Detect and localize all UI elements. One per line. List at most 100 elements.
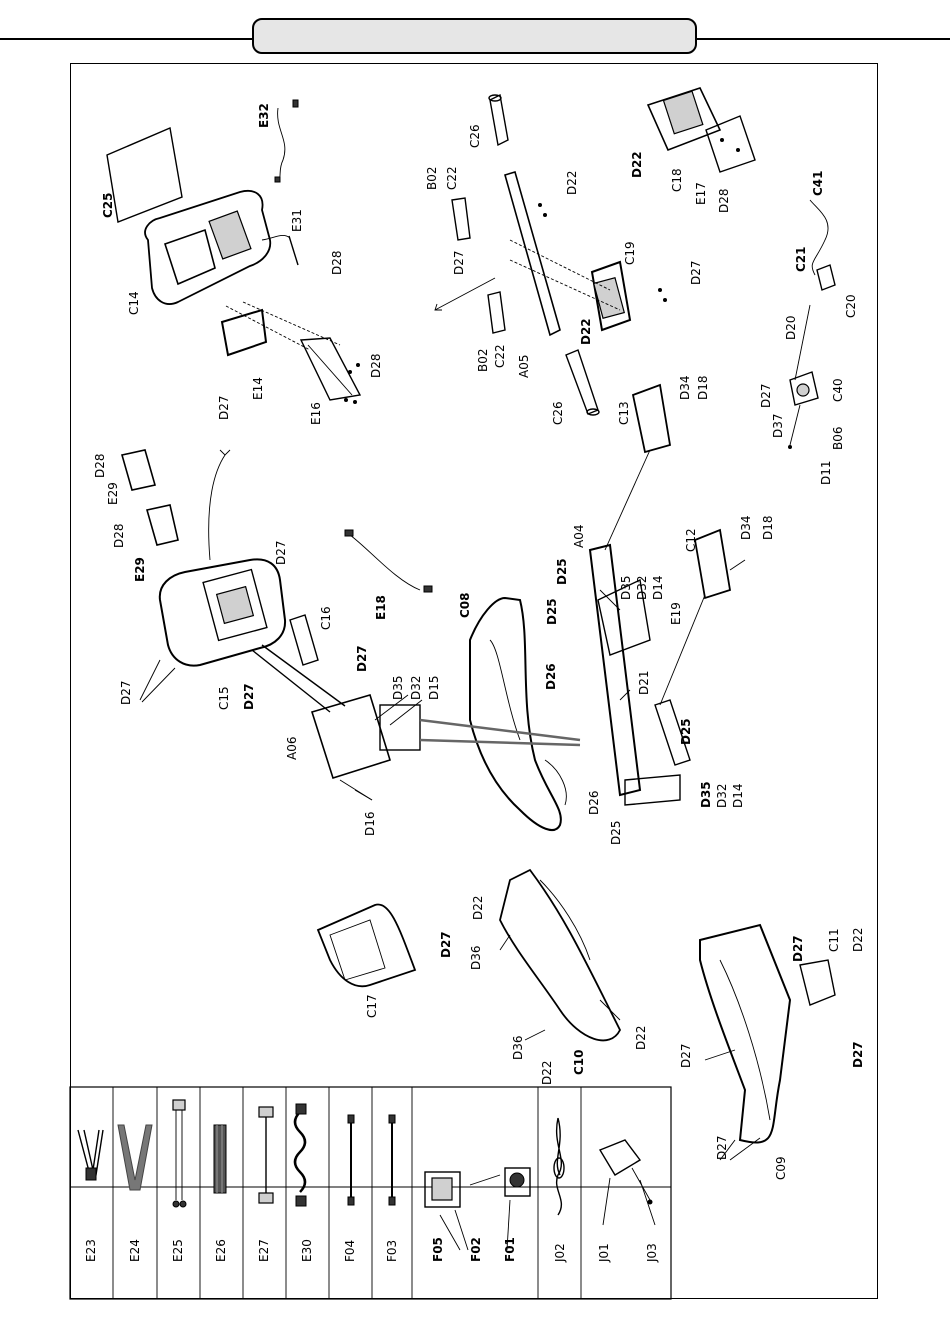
label-d22-d: D22 [471, 895, 485, 920]
label-c10: C10 [572, 1049, 586, 1075]
label-d11: D11 [819, 460, 833, 485]
label-d27-c: D27 [689, 260, 703, 285]
label-e17: E17 [694, 182, 708, 205]
table-label-e26: E26 [214, 1239, 228, 1262]
label-c12: C12 [684, 528, 698, 552]
table-label-f03: F03 [385, 1240, 399, 1262]
label-d27-b: D27 [452, 250, 466, 275]
label-c14: C14 [127, 291, 141, 315]
plate-j01-j03-drawing [598, 1139, 656, 1226]
table-label-e24: E24 [128, 1239, 142, 1262]
label-c17: C17 [365, 994, 379, 1018]
console-screen [163, 228, 216, 286]
label-e32: E32 [257, 103, 271, 128]
label-e19: E19 [669, 602, 683, 625]
label-d27-m: D27 [715, 1135, 729, 1160]
label-c13: C13 [617, 401, 631, 425]
label-d27-f: D27 [242, 683, 256, 710]
label-d25-a: D25 [555, 558, 569, 585]
label-d15: D15 [427, 675, 441, 700]
bracket-j02-drawing [553, 1117, 565, 1216]
label-c22-a: C22 [445, 166, 459, 190]
label-e31: E31 [290, 209, 304, 232]
label-e29-a: E29 [106, 482, 120, 505]
label-d14-a: D14 [651, 575, 665, 600]
leader-lines [139, 559, 761, 1161]
table-label-f01: F01 [503, 1237, 517, 1262]
label-d26-b: D26 [587, 790, 601, 815]
label-d18-b: D18 [761, 515, 775, 540]
header-rule-right [697, 38, 950, 40]
label-d37: D37 [771, 413, 785, 438]
label-b02-b: B02 [476, 348, 490, 372]
console-assembly [106, 99, 362, 404]
header-rule-left [0, 38, 252, 40]
label-d27-l: D27 [851, 1041, 865, 1068]
table-label-j02: J02 [553, 1243, 567, 1263]
table-label-j03: J03 [645, 1243, 659, 1263]
label-d28-c: D28 [717, 188, 731, 213]
table-label-j01: J01 [597, 1243, 611, 1263]
label-c18: C18 [670, 168, 684, 192]
label-c21: C21 [794, 246, 808, 272]
label-d14-b: D14 [731, 783, 745, 808]
label-b06: B06 [831, 426, 845, 450]
label-d27-k: D27 [679, 1043, 693, 1068]
label-c15: C15 [217, 686, 231, 710]
label-a05: A05 [517, 355, 531, 378]
label-d21: D21 [637, 670, 651, 695]
console-e14-board [220, 308, 268, 357]
label-d36-b: D36 [511, 1035, 525, 1060]
label-c08: C08 [458, 592, 472, 618]
label-d22-c: D22 [630, 151, 644, 178]
header-title-box [252, 18, 697, 54]
label-d32-b: D32 [409, 675, 423, 700]
label-c40: C40 [831, 378, 845, 402]
handlebar-assembly [434, 93, 667, 416]
table-label-f05: F05 [431, 1237, 445, 1262]
lower-covers [316, 868, 836, 1144]
label-d34-a: D34 [678, 375, 692, 400]
label-d27-h: D27 [274, 540, 288, 565]
label-c11: C11 [827, 928, 841, 952]
label-e29-b: E29 [133, 557, 147, 582]
console-c14-body [144, 190, 272, 305]
cable-f03-drawing [388, 1114, 396, 1206]
label-c26-a: C26 [468, 124, 482, 148]
label-e18: E18 [374, 595, 388, 620]
cable-f04-drawing [347, 1114, 355, 1206]
label-d35-a: D35 [619, 575, 633, 600]
upright-assembly [120, 449, 433, 780]
label-d22-g: D22 [851, 927, 865, 952]
label-d25-d: D25 [609, 820, 623, 845]
label-d27-d: D27 [759, 383, 773, 408]
label-d27-e: D27 [119, 680, 133, 705]
table-label-e25: E25 [171, 1239, 185, 1262]
label-d22-b: D22 [579, 318, 593, 345]
base-frame [419, 383, 732, 831]
harness-e24-drawing [117, 1124, 153, 1191]
label-d26: D26 [544, 663, 558, 690]
label-d27-j: D27 [791, 935, 805, 962]
label-d32-a: D32 [635, 575, 649, 600]
label-d22-e: D22 [540, 1060, 554, 1085]
bundle-e26-drawing [213, 1124, 227, 1194]
cable-e23-drawing [77, 1129, 104, 1181]
label-a06: A06 [285, 737, 299, 760]
label-d25-c: D25 [679, 718, 693, 745]
table-label-e30: E30 [300, 1239, 314, 1262]
label-d18-a: D18 [696, 375, 710, 400]
label-d22-a: D22 [565, 170, 579, 195]
seat-bracket-assembly [646, 87, 836, 449]
label-c09: C09 [774, 1156, 788, 1180]
cable-e27-drawing [258, 1106, 274, 1204]
label-d25-b: D25 [545, 598, 559, 625]
label-d22-f: D22 [634, 1025, 648, 1050]
label-c19: C19 [623, 241, 637, 265]
table-label-e27: E27 [257, 1239, 271, 1262]
label-d35-b: D35 [391, 675, 405, 700]
overlay-c25-sheet [106, 127, 183, 223]
label-d36-a: D36 [469, 945, 483, 970]
label-d27-a: D27 [217, 395, 231, 420]
